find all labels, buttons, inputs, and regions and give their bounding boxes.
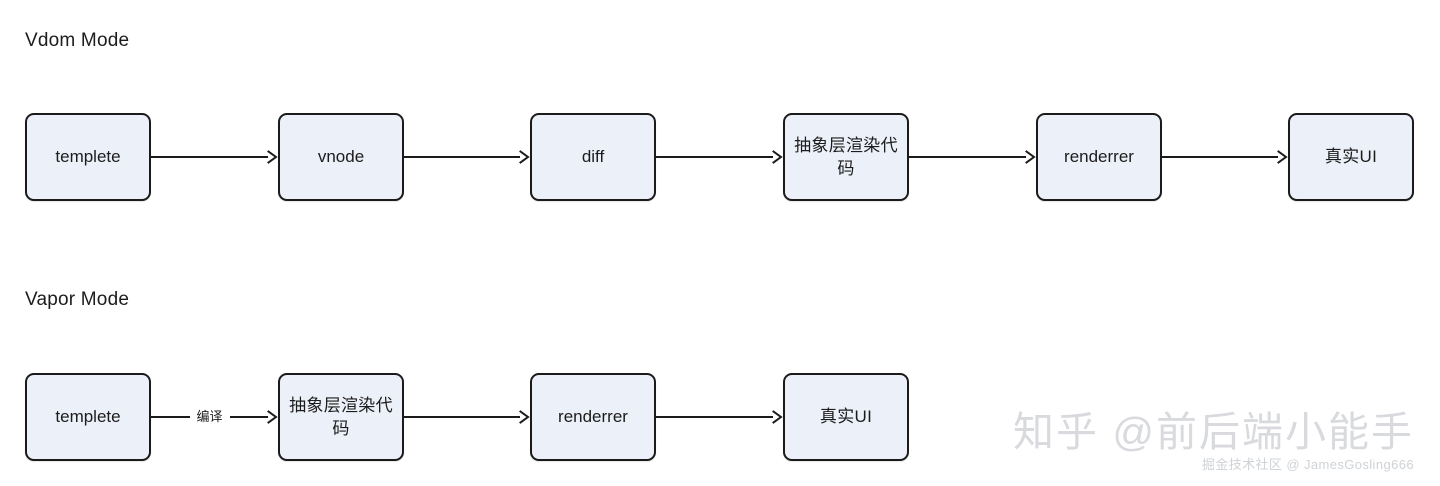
node-renderrer[interactable]: renderrer xyxy=(530,373,656,461)
node-abstract-render-code[interactable]: 抽象层渲染代码 xyxy=(278,373,404,461)
node-renderrer[interactable]: renderrer xyxy=(1036,113,1162,201)
watermark-juejin: 掘金技术社区 @ JamesGosling666 xyxy=(1201,457,1414,472)
node-label: renderrer xyxy=(1064,147,1134,167)
arrow-head-icon xyxy=(1025,150,1036,164)
connector-arrow xyxy=(656,150,783,164)
section-title-vdom: Vdom Mode xyxy=(25,30,130,51)
node-real-ui[interactable]: 真实UI xyxy=(783,373,909,461)
arrow-head-icon xyxy=(772,150,783,164)
node-label: 真实UI xyxy=(819,407,873,427)
node-abstract-render-code[interactable]: 抽象层渲染代码 xyxy=(783,113,909,201)
connector-arrow xyxy=(656,410,783,424)
connector-line xyxy=(151,156,268,158)
node-label: templete xyxy=(55,407,121,427)
connector-arrow xyxy=(909,150,1036,164)
arrow-head-icon xyxy=(519,410,530,424)
node-label: renderrer xyxy=(558,407,628,427)
node-label: diff xyxy=(581,147,605,167)
arrow-head-icon xyxy=(519,150,530,164)
watermark-zhihu: 知乎 @前后端小能手 xyxy=(1012,409,1414,455)
connector-line xyxy=(404,416,520,418)
node-templete[interactable]: templete xyxy=(25,373,151,461)
node-templete[interactable]: templete xyxy=(25,113,151,201)
arrow-head-icon xyxy=(1277,150,1288,164)
node-vnode[interactable]: vnode xyxy=(278,113,404,201)
node-diff[interactable]: diff xyxy=(530,113,656,201)
connector-line xyxy=(656,156,773,158)
arrow-head-icon xyxy=(267,410,278,424)
connector-label: 编译 xyxy=(196,408,223,424)
connector-line xyxy=(229,416,269,418)
section-title-vapor: Vapor Mode xyxy=(25,289,130,310)
connector-arrow-compile: 编译 xyxy=(151,410,278,424)
node-label: 抽象层渲染代码 xyxy=(289,395,393,438)
connector-line xyxy=(151,416,190,418)
connector-arrow xyxy=(404,150,530,164)
connector-arrow xyxy=(1162,150,1288,164)
arrow-head-icon xyxy=(267,150,278,164)
connector-arrow xyxy=(151,150,278,164)
connector-line xyxy=(909,156,1026,158)
connector-line xyxy=(656,416,773,418)
node-real-ui[interactable]: 真实UI xyxy=(1288,113,1414,201)
connector-line xyxy=(1162,156,1278,158)
node-label: 抽象层渲染代码 xyxy=(794,135,898,178)
arrow-head-icon xyxy=(772,410,783,424)
node-label: 真实UI xyxy=(1324,147,1378,167)
node-label: vnode xyxy=(317,147,365,167)
connector-line xyxy=(404,156,520,158)
connector-arrow xyxy=(404,410,530,424)
node-label: templete xyxy=(55,147,121,167)
